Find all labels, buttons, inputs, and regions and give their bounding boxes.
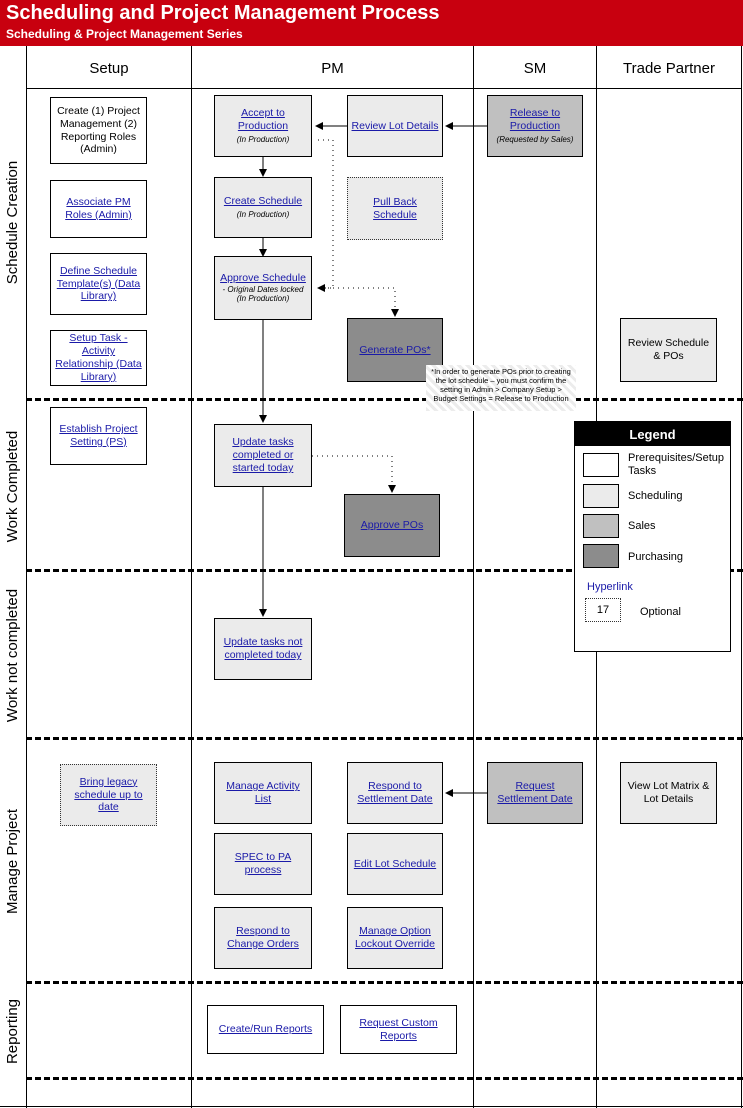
diagram-subtitle: Scheduling & Project Management Series bbox=[6, 27, 243, 41]
create-schedule-status: (In Production) bbox=[236, 210, 290, 220]
approve-schedule-link[interactable]: Approve Schedule bbox=[220, 271, 306, 284]
column-header-trade-partner: Trade Partner bbox=[623, 59, 715, 77]
review-lot-details-link[interactable]: Review Lot Details bbox=[351, 119, 439, 132]
lane-divider bbox=[26, 981, 743, 984]
grid-line bbox=[473, 46, 474, 1108]
lane-divider bbox=[26, 398, 743, 401]
pull-back-schedule-box[interactable]: Pull Back Schedule bbox=[347, 177, 443, 240]
spec-to-pa-box[interactable]: SPEC to PA process bbox=[214, 833, 312, 895]
request-settlement-date-box[interactable]: Request Settlement Date bbox=[487, 762, 583, 824]
legend-swatch-sales bbox=[583, 514, 619, 538]
respond-to-change-orders-box[interactable]: Respond to Change Orders bbox=[214, 907, 312, 969]
review-schedule-pos-box: Review Schedule & POs bbox=[620, 318, 717, 382]
establish-project-setting-link[interactable]: Establish Project Setting (PS) bbox=[59, 423, 138, 448]
accept-to-production-link[interactable]: Accept to Production bbox=[237, 107, 289, 133]
update-tasks-completed-link[interactable]: Update tasks completed or started today bbox=[232, 436, 294, 474]
legend: Legend Prerequisites/Setup Tasks Schedul… bbox=[574, 421, 731, 652]
respond-to-settlement-box[interactable]: Respond to Settlement Date bbox=[347, 762, 443, 824]
approve-schedule-note: - Original Dates locked bbox=[222, 284, 304, 294]
update-tasks-not-completed-box[interactable]: Update tasks not completed today bbox=[214, 618, 312, 680]
update-tasks-completed-box[interactable]: Update tasks completed or started today bbox=[214, 424, 312, 487]
dotted-approve-to-generate bbox=[318, 287, 399, 317]
create-roles-box: Create (1) Project Management (2) Report… bbox=[50, 97, 147, 164]
associate-pm-roles-box[interactable]: Associate PM Roles (Admin) bbox=[50, 180, 147, 238]
edit-lot-schedule-link[interactable]: Edit Lot Schedule bbox=[353, 857, 437, 870]
column-header-setup: Setup bbox=[89, 59, 129, 77]
create-run-reports-box[interactable]: Create/Run Reports bbox=[207, 1005, 324, 1054]
column-header-pm: PM bbox=[321, 59, 344, 77]
approve-pos-box[interactable]: Approve POs bbox=[344, 494, 440, 557]
update-tasks-not-completed-link[interactable]: Update tasks not completed today bbox=[223, 636, 303, 661]
dotted-update-to-approve-pos bbox=[312, 455, 396, 493]
define-schedule-template-box[interactable]: Define Schedule Template(s) (Data Librar… bbox=[50, 253, 147, 315]
diagram-title: Scheduling and Project Management Proces… bbox=[6, 2, 440, 24]
release-to-production-status: (Requested by Sales) bbox=[496, 134, 574, 144]
edit-lot-schedule-box[interactable]: Edit Lot Schedule bbox=[347, 833, 443, 895]
associate-pm-roles-link[interactable]: Associate PM Roles (Admin) bbox=[65, 196, 132, 221]
release-to-production-link[interactable]: Release to Production bbox=[509, 107, 561, 133]
setup-task-relationship-link[interactable]: Setup Task - Activity Relationship (Data… bbox=[55, 332, 142, 383]
request-settlement-date-link[interactable]: Request Settlement Date bbox=[497, 780, 573, 805]
grid-line bbox=[26, 88, 742, 89]
grid-line bbox=[0, 1106, 743, 1107]
respond-to-settlement-link[interactable]: Respond to Settlement Date bbox=[357, 780, 433, 805]
create-schedule-box[interactable]: Create Schedule (In Production) bbox=[214, 177, 312, 238]
legend-label-scheduling: Scheduling bbox=[628, 490, 683, 502]
setup-task-relationship-box[interactable]: Setup Task - Activity Relationship (Data… bbox=[50, 330, 147, 386]
spec-to-pa-link[interactable]: SPEC to PA process bbox=[234, 851, 292, 876]
accept-to-production-box[interactable]: Accept to Production (In Production) bbox=[214, 95, 312, 157]
create-schedule-link[interactable]: Create Schedule bbox=[223, 195, 303, 208]
grid-line bbox=[26, 46, 27, 1108]
bring-legacy-schedule-box[interactable]: Bring legacy schedule up to date bbox=[60, 764, 157, 826]
define-schedule-template-link[interactable]: Define Schedule Template(s) (Data Librar… bbox=[56, 264, 141, 303]
approve-schedule-box[interactable]: Approve Schedule - Original Dates locked… bbox=[214, 256, 312, 320]
dotted-accept-to-approve bbox=[317, 139, 334, 292]
respond-to-change-orders-link[interactable]: Respond to Change Orders bbox=[227, 925, 299, 950]
pull-back-schedule-link[interactable]: Pull Back Schedule bbox=[373, 195, 417, 221]
grid-line bbox=[191, 46, 192, 1108]
establish-project-setting-box[interactable]: Establish Project Setting (PS) bbox=[50, 407, 147, 465]
view-lot-matrix-box: View Lot Matrix & Lot Details bbox=[620, 762, 717, 824]
legend-label-optional: Optional bbox=[640, 606, 681, 618]
legend-label-sales: Sales bbox=[628, 520, 656, 532]
legend-swatch-prerequisites bbox=[583, 453, 619, 477]
title-bar bbox=[0, 0, 743, 46]
generate-pos-link[interactable]: Generate POs* bbox=[359, 343, 431, 356]
legend-hyperlink-sample: Hyperlink bbox=[587, 581, 633, 593]
generate-pos-footnote: *In order to generate POs prior to creat… bbox=[426, 365, 576, 411]
manage-activity-list-box[interactable]: Manage Activity List bbox=[214, 762, 312, 824]
approve-schedule-status: (In Production) bbox=[236, 294, 290, 304]
grid-line bbox=[741, 46, 742, 1108]
legend-swatch-purchasing bbox=[583, 544, 619, 568]
column-header-sm: SM bbox=[523, 59, 547, 77]
legend-label-prerequisites: Prerequisites/Setup Tasks bbox=[628, 452, 724, 478]
legend-title: Legend bbox=[575, 422, 730, 446]
manage-activity-list-link[interactable]: Manage Activity List bbox=[226, 780, 300, 805]
release-to-production-box[interactable]: Release to Production (Requested by Sale… bbox=[487, 95, 583, 157]
legend-optional-swatch: 17 bbox=[585, 598, 621, 622]
legend-swatch-scheduling bbox=[583, 484, 619, 508]
lane-divider bbox=[26, 737, 743, 740]
approve-pos-link[interactable]: Approve POs bbox=[360, 519, 424, 532]
review-lot-details-box[interactable]: Review Lot Details bbox=[347, 95, 443, 157]
manage-option-lockout-box[interactable]: Manage Option Lockout Override bbox=[347, 907, 443, 969]
bring-legacy-schedule-link[interactable]: Bring legacy schedule up to date bbox=[74, 775, 143, 814]
create-run-reports-link[interactable]: Create/Run Reports bbox=[218, 1023, 313, 1036]
request-custom-reports-box[interactable]: Request Custom Reports bbox=[340, 1005, 457, 1054]
legend-label-purchasing: Purchasing bbox=[628, 551, 684, 563]
lane-divider bbox=[26, 1077, 743, 1080]
manage-option-lockout-link[interactable]: Manage Option Lockout Override bbox=[355, 925, 435, 950]
accept-to-production-status: (In Production) bbox=[236, 134, 290, 144]
lane-divider bbox=[26, 569, 743, 572]
request-custom-reports-link[interactable]: Request Custom Reports bbox=[359, 1016, 438, 1042]
